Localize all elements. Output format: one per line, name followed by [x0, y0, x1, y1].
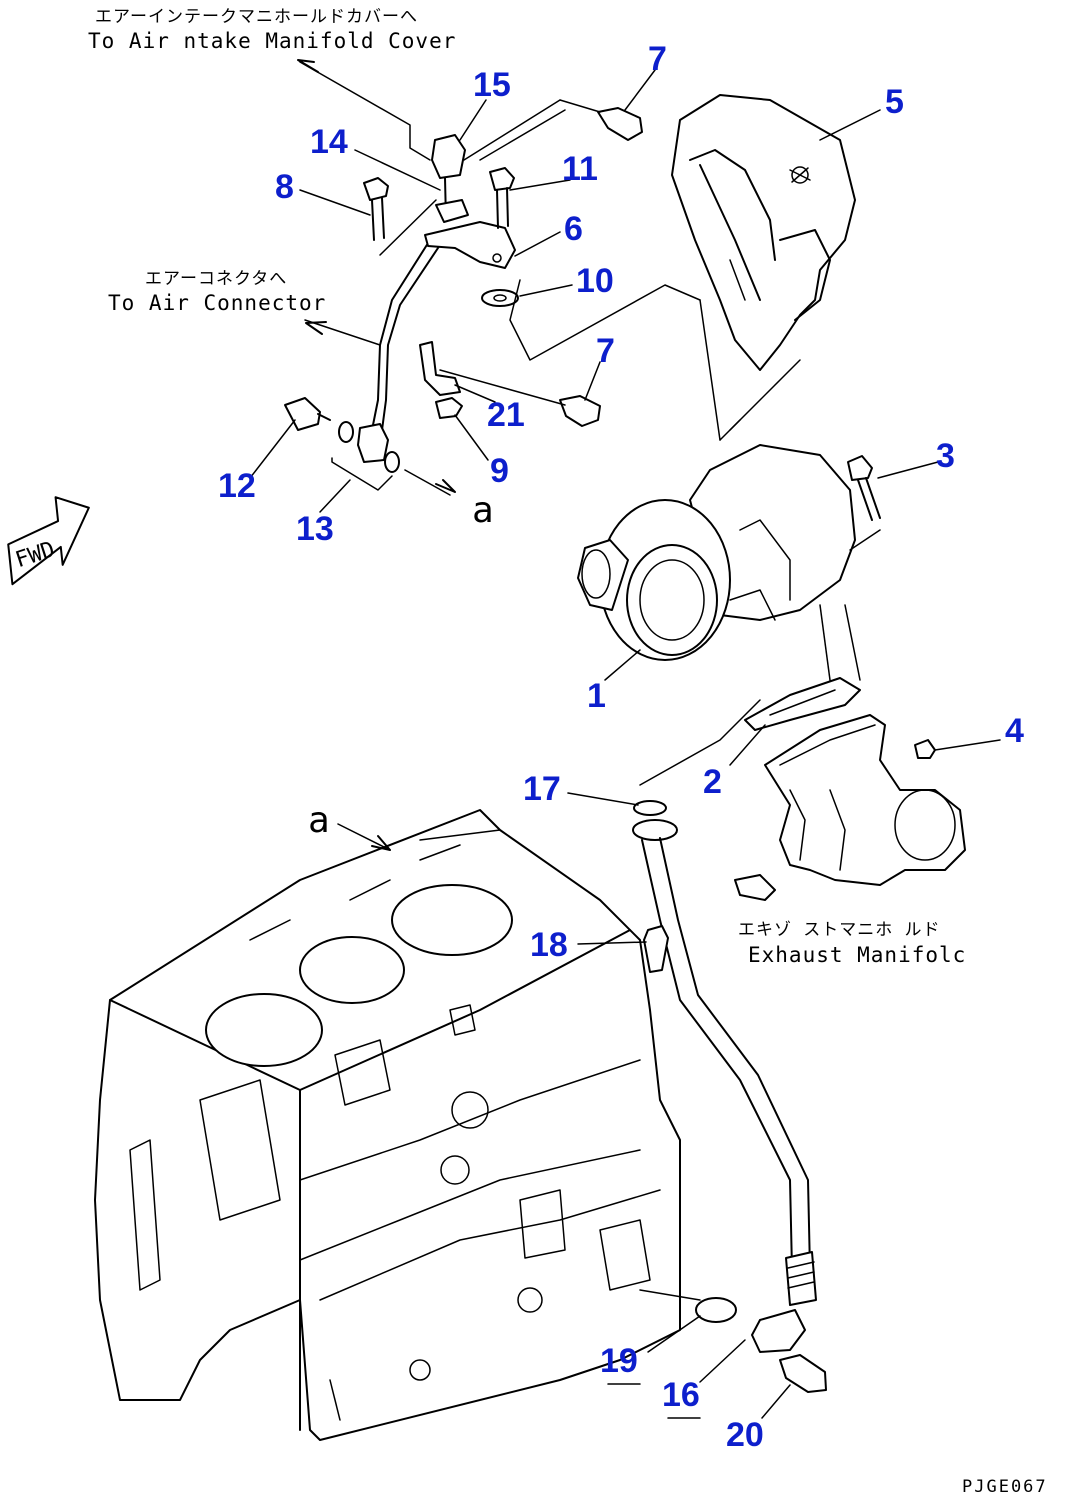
callout-5: 5 — [885, 83, 904, 121]
callout-21: 21 — [487, 396, 525, 434]
cylinder-block — [94, 809, 701, 1441]
callout-20: 20 — [726, 1416, 764, 1454]
callout-6: 6 — [564, 210, 583, 248]
callout-13: 13 — [296, 510, 334, 548]
callout-7-mid: 7 — [596, 332, 615, 370]
callout-11: 11 — [562, 150, 598, 188]
air-connector-label-jp: エアーコネクタへ — [145, 269, 287, 289]
callout-1: 1 — [587, 677, 606, 715]
oil-return-pipe — [632, 699, 827, 1393]
callout-14: 14 — [310, 123, 348, 161]
callout-numbers: 1 2 3 4 5 6 7 7 8 9 10 11 12 13 14 15 16… — [218, 40, 1024, 1454]
heat-shield — [671, 94, 856, 431]
air-intake-label-en: To Air ntake Manifold Cover — [88, 29, 456, 53]
exhaust-manifold — [734, 714, 966, 901]
turbocharger — [577, 419, 881, 731]
callout-8: 8 — [275, 168, 294, 206]
drawing-code: PJGE067 — [962, 1477, 1048, 1497]
callout-17: 17 — [523, 770, 561, 808]
callout-19: 19 — [600, 1342, 638, 1380]
fwd-arrow: FWD — [7, 496, 90, 586]
callout-16: 16 — [662, 1376, 700, 1414]
exhaust-label-jp: エキゾ ストマニホ ルド — [738, 920, 940, 940]
callout-7-top: 7 — [648, 40, 667, 78]
oil-supply-pipe-assembly — [284, 59, 721, 496]
exhaust-label-en: Exhaust Manifolc — [748, 943, 966, 967]
callout-18: 18 — [530, 926, 568, 964]
callout-3: 3 — [936, 437, 955, 475]
callout-2: 2 — [703, 763, 722, 801]
callout-leaders — [249, 69, 1001, 1419]
callout-12: 12 — [218, 467, 256, 505]
air-intake-label-jp: エアーインテークマニホールドカバーへ — [95, 7, 418, 27]
callout-15: 15 — [473, 66, 511, 104]
callout-4: 4 — [1005, 712, 1024, 750]
air-connector-label-en: To Air Connector — [108, 291, 326, 315]
ref-letter-a-block: a — [308, 800, 330, 841]
callout-9: 9 — [490, 452, 509, 490]
callout-10: 10 — [576, 262, 614, 300]
ref-letter-a-top: a — [472, 490, 494, 531]
